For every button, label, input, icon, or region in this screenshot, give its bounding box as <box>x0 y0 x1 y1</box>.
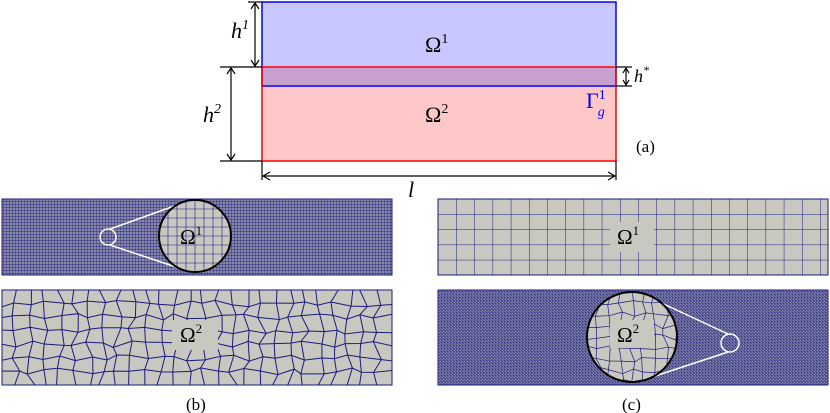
mesh-line <box>56 290 65 385</box>
lens-grid-line <box>651 292 657 381</box>
mesh-line <box>228 290 238 385</box>
length-dimension <box>261 161 617 181</box>
mesh-line <box>2 299 392 308</box>
mesh-line <box>2 313 392 321</box>
omega1-boundary <box>261 1 617 87</box>
panel-label-a: (a) <box>636 137 655 156</box>
panel-label-b: (b) <box>186 395 206 413</box>
mesh-line <box>41 290 49 385</box>
hstar-label: h* <box>634 63 649 86</box>
mesh-line <box>11 290 21 385</box>
omega2-mesh-label-b: Ω2 <box>180 321 202 347</box>
mesh-line <box>315 290 325 385</box>
mesh-line <box>344 290 354 385</box>
mesh-line <box>2 354 392 362</box>
h1-label: h1 <box>231 18 249 43</box>
zoom-lens-c: Ω2 <box>586 291 678 383</box>
mesh-line <box>70 290 79 385</box>
zoom-source-b <box>99 228 117 246</box>
omega2-label: Ω2 <box>425 102 448 127</box>
mesh-line <box>330 290 339 385</box>
omega1-label: Ω1 <box>425 32 448 57</box>
omega1-mesh-label-c: Ω1 <box>617 223 639 249</box>
panel-b: Ω1 Ω2 (b) <box>1 198 393 413</box>
zoom-source-c <box>720 333 740 353</box>
lens-grid-line <box>588 356 677 363</box>
mesh-line <box>214 290 223 385</box>
mesh-line <box>359 290 368 385</box>
h2-label: h2 <box>203 102 221 127</box>
mesh-line <box>2 367 392 376</box>
mesh-line <box>372 290 382 385</box>
omega1-mesh-label-b: Ω1 <box>180 223 202 249</box>
mesh-line <box>144 290 151 385</box>
mesh-line <box>257 290 267 385</box>
mesh-line <box>85 290 94 385</box>
length-label: l <box>408 177 414 202</box>
lens-grid-line <box>587 345 677 350</box>
panel-label-c: (c) <box>622 395 641 413</box>
hstar-dimension <box>616 66 632 87</box>
mesh-line <box>98 290 108 385</box>
mesh-line <box>300 290 310 385</box>
h2-dimension <box>220 66 262 162</box>
mesh-line <box>127 290 137 385</box>
mesh-line <box>272 290 280 385</box>
omega2-boundary <box>261 66 617 162</box>
overlap-region <box>262 67 616 86</box>
mesh-line <box>112 290 123 385</box>
h1-dimension <box>220 1 262 68</box>
omega2-mesh-label-c: Ω2 <box>617 321 639 347</box>
panel-c: Ω1 Ω2 (c) <box>437 198 829 413</box>
mesh-line <box>242 290 250 385</box>
domain-diagram: Ω1 Ω2 h1 h2 <box>203 1 655 202</box>
mesh-line <box>156 290 166 385</box>
mesh-line <box>26 290 36 385</box>
zoom-lens-b: Ω1 <box>158 199 232 273</box>
mesh-line <box>287 290 295 385</box>
